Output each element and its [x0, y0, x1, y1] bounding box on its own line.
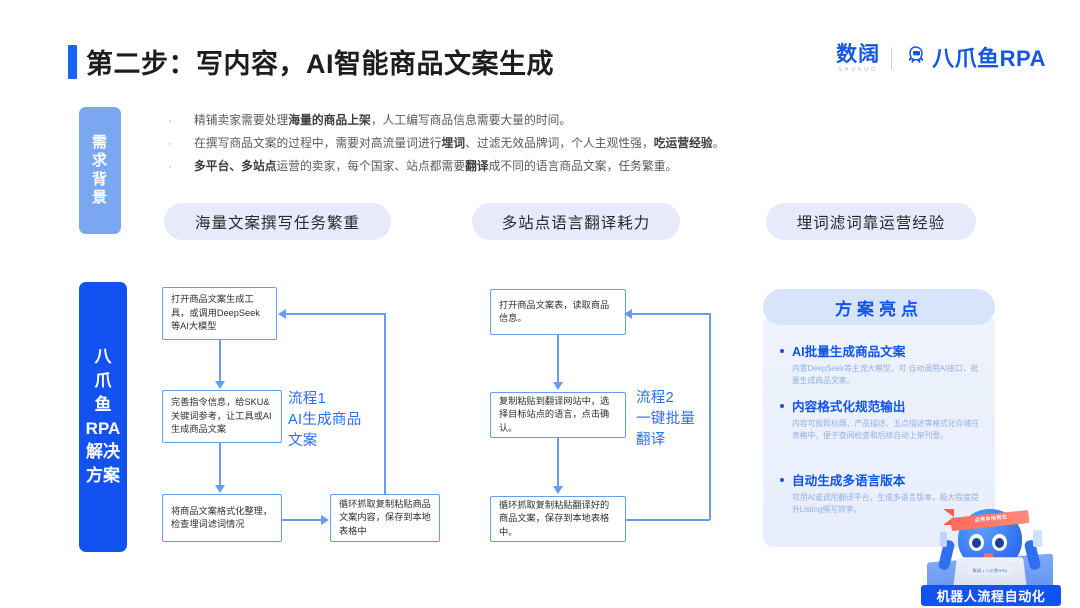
flow2-connector-2-3 — [557, 438, 559, 487]
tab-char: 需 — [91, 133, 108, 151]
mascot-pupil-right — [995, 538, 1004, 548]
bullet-text: 在撰写商品文案的过程中，需要对高流量词进行埋词、过滤无效品牌词，个人主观性强，吃… — [194, 137, 725, 150]
tab-char: 求 — [91, 152, 108, 170]
flow2-loop-arrow — [624, 309, 632, 319]
rpa-logo: 八爪鱼RPA — [903, 45, 1046, 72]
sidebar-tab-demand-background[interactable]: 需 求 背 景 — [79, 107, 121, 234]
flow1-step-4: 循环抓取复制粘贴商品文案内容，保存到本地表格中 — [330, 494, 440, 542]
shukuo-subtitle: SHUKUO — [838, 67, 878, 73]
mascot-held-item-left — [940, 532, 947, 547]
list-item: · 精铺卖家需要处理海量的商品上架，人工编写商品信息需要大量的时间。 — [168, 113, 868, 129]
highlight-desc: 可用AI或调用翻译平台，生成多语言版本，极大程度提升Listing撰写效率。 — [792, 493, 979, 515]
highlight-desc: 内容可按照标题、产品描述、五点描述等格式化存储在表格中，便于查阅检查和后续自动上… — [792, 419, 980, 441]
shukuo-name: 数阔 — [836, 43, 881, 66]
mascot-headband-flag-icon — [943, 509, 954, 525]
flow2-label-line: 流程2 — [636, 390, 674, 406]
list-item: · 在撰写商品文案的过程中，需要对高流量词进行埋词、过滤无效品牌词，个人主观性强… — [168, 136, 868, 152]
flow1-arrow-2-3 — [215, 485, 225, 493]
highlight-title: AI批量生成商品文案 — [779, 344, 984, 360]
mascot-mouth — [984, 553, 993, 560]
flow1-step-2: 完善指令信息，给SKU&关键词参考，让工具或AI生成商品文案 — [162, 390, 282, 443]
flow1-arrow-1-2 — [215, 381, 225, 389]
mascot-caption: 机器人流程自动化 — [921, 585, 1061, 606]
flow2-step-3: 循环抓取复制粘贴翻译好的商品文案，保存到本地表格中。 — [490, 496, 626, 542]
flow2-label-line: 一键批量 — [636, 411, 696, 428]
tab-char: 解决 — [86, 442, 120, 462]
tab-char: 爪 — [94, 371, 112, 391]
highlight-title: 内容格式化规范输出 — [779, 399, 984, 415]
mascot-held-item-right — [1033, 530, 1042, 547]
flow1-label-line: AI生成商品 — [288, 412, 362, 429]
flow2-loop-bottom — [625, 519, 710, 521]
tab-char: 景 — [91, 188, 108, 206]
flow2-connector-1-2 — [557, 335, 559, 383]
flow2-label-line: 翻译 — [636, 432, 666, 449]
flow2-arrow-2-3 — [553, 486, 563, 494]
sidebar-tab-rpa-solution[interactable]: 八 爪 鱼 RPA 解决 方案 — [79, 282, 127, 552]
bullet-text: 精铺卖家需要处理海量的商品上架，人工编写商品信息需要大量的时间。 — [194, 114, 572, 127]
bullet-marker-icon: · — [168, 161, 172, 173]
flow1-label: 流程1 AI生成商品 文案 — [288, 389, 362, 452]
flow2-step-1: 打开商品文案表，读取商品信息。 — [490, 289, 626, 335]
tab-char: RPA — [85, 418, 121, 438]
highlight-item: 内容格式化规范输出 内容可按照标题、产品描述、五点描述等格式化存储在表格中，便于… — [779, 399, 984, 442]
pain-point-pill: 海量文案撰写任务繁重 — [164, 203, 391, 240]
flow2-loop-vertical — [709, 313, 711, 520]
highlight-title: 自动生成多语言版本 — [779, 473, 984, 489]
octopus-mascot-illustration: 点亮本地岗位 数阔 | 八爪鱼RPA — [915, 496, 1065, 608]
list-item: · 多平台、多站点运营的卖家，每个国家、站点都需要翻译成不同的语言商品文案，任务… — [168, 159, 868, 175]
flow1-loop-vertical — [384, 313, 386, 495]
tab-char: 方案 — [86, 465, 120, 485]
flow1-step-1: 打开商品文案生成工具，或调用DeepSeek等AI大模型 — [162, 287, 277, 340]
pain-point-pill: 多站点语言翻译耗力 — [472, 203, 680, 240]
mascot-laptop-logo: 数阔 | 八爪鱼RPA — [967, 567, 1013, 575]
flow2-loop-top — [632, 313, 710, 315]
octopus-icon — [903, 45, 927, 72]
brand-divider — [891, 47, 893, 70]
tab-char: 八 — [94, 347, 112, 367]
page-title: 第二步：写内容，AI智能商品文案生成 — [68, 42, 554, 81]
flow1-connector-3-4 — [282, 519, 323, 521]
flow1-loop-arrow — [278, 309, 286, 319]
flow1-loop-horizontal — [286, 313, 385, 315]
flow1-connector-1-2 — [219, 340, 221, 382]
bullet-text: 多平台、多站点运营的卖家，每个国家、站点都需要翻译成不同的语言商品文案，任务繁重… — [194, 160, 678, 173]
flow1-connector-2-3 — [219, 443, 221, 486]
highlight-item: 自动生成多语言版本 可用AI或调用翻译平台，生成多语言版本，极大程度提升List… — [779, 473, 984, 516]
tab-char: 背 — [91, 170, 108, 188]
rpa-name: 八爪鱼RPA — [932, 45, 1046, 71]
mascot-pupil-left — [972, 538, 981, 548]
flow2-arrow-1-2 — [553, 382, 563, 390]
highlight-panel-heading: 方案亮点 — [763, 289, 995, 325]
title-accent-bar — [68, 44, 77, 79]
highlight-panel — [763, 315, 995, 547]
highlight-item: AI批量生成商品文案 内置DeepSeek等主流大模型，可 自动调用AI接口，批… — [779, 344, 984, 387]
flow1-arrow-3-4 — [321, 515, 329, 525]
bullet-marker-icon: · — [168, 138, 172, 150]
flow2-label: 流程2 一键批量 翻译 — [636, 388, 695, 451]
requirement-bullet-list: · 精铺卖家需要处理海量的商品上架，人工编写商品信息需要大量的时间。 · 在撰写… — [168, 113, 868, 182]
title-text: 第二步：写内容，AI智能商品文案生成 — [86, 49, 554, 79]
bullet-marker-icon: · — [168, 115, 172, 127]
flow1-label-line: 流程1 — [288, 391, 326, 407]
flow2-step-2: 复制粘贴到翻译网站中，选择目标站点的语言，点击确认。 — [490, 392, 626, 438]
shukuo-logo: 数阔 SHUKUO — [836, 44, 880, 73]
flow1-step-3: 将商品文案格式化整理，检查埋词滤词情况 — [162, 494, 282, 542]
flow1-label-line: 文案 — [288, 433, 318, 450]
tab-char: 鱼 — [94, 394, 112, 414]
pain-point-pill: 埋词滤词靠运营经验 — [766, 203, 976, 240]
highlight-desc: 内置DeepSeek等主流大模型，可 自动调用AI接口，批量生成商品文案。 — [792, 364, 979, 386]
brand-logo: 数阔 SHUKUO 八爪鱼RPA — [836, 44, 1046, 73]
